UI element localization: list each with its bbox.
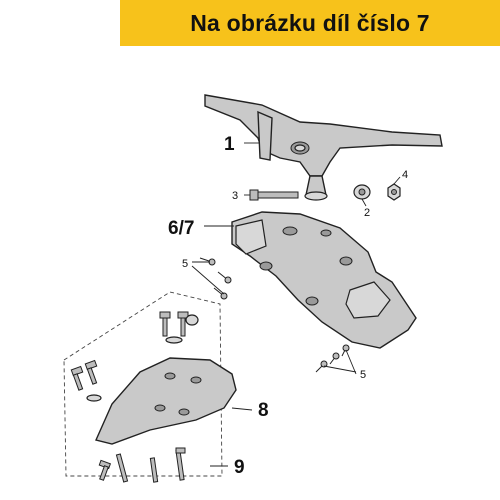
bolt-part [249, 189, 299, 201]
mount-bolts-upper [159, 311, 199, 344]
nut-part [387, 183, 401, 201]
label-part-1: 1 [224, 134, 235, 155]
banner-title: Na obrázku díl číslo 7 [190, 9, 430, 36]
mount-bolts-left [70, 359, 102, 402]
label-part-3: 3 [232, 190, 238, 202]
label-part-6-7: 6/7 [168, 218, 194, 239]
handlebar-part [204, 94, 443, 201]
screws-group-right [315, 344, 350, 373]
title-banner: Na obrázku díl číslo 7 [120, 0, 500, 46]
label-part-5-right: 5 [360, 369, 366, 381]
label-part-5-left: 5 [182, 258, 188, 270]
label-part-9: 9 [234, 457, 245, 478]
label-part-4: 4 [402, 169, 408, 181]
windscreen-part [95, 357, 237, 445]
fastener-set-part [98, 447, 186, 483]
label-part-8: 8 [258, 400, 269, 421]
sleeve-part [353, 184, 371, 200]
screws-group-left [199, 257, 232, 300]
front-cover-part [231, 211, 417, 349]
label-part-2: 2 [364, 207, 370, 219]
